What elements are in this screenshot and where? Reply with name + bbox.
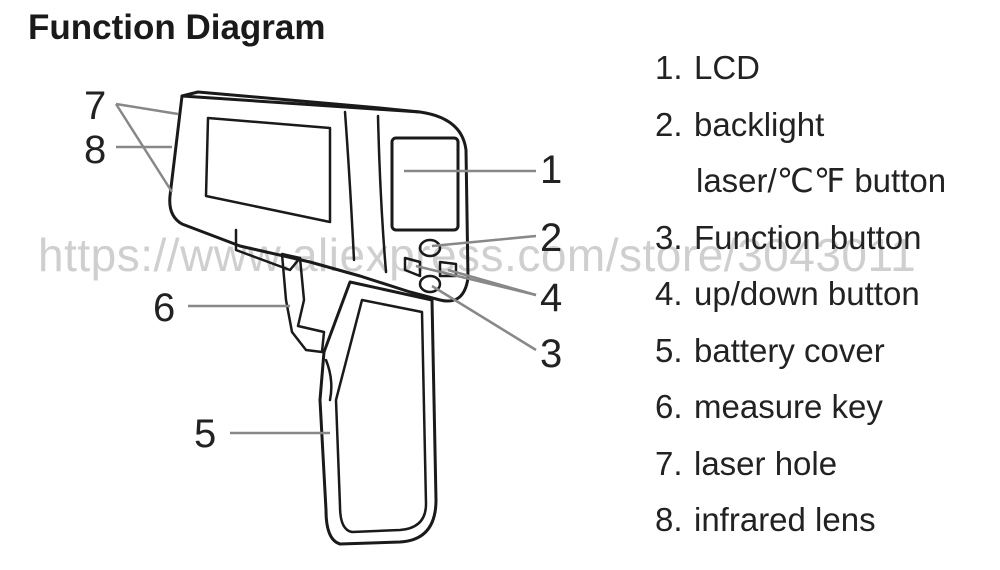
legend-item-lcd: 1.LCD [655,49,761,86]
legend-item-backlight: 2.backlight [655,105,825,143]
callout-5: 5 [194,412,217,456]
lcd-screen [390,136,460,232]
callout-3: 3 [540,332,563,376]
function-button [418,274,442,294]
side-window [204,116,332,224]
callout-6: 6 [153,286,176,330]
callout-8: 8 [84,128,107,172]
callout-4: 4 [540,276,563,320]
legend-item-laser-button: laser/℃℉ button [696,162,947,199]
measure-trigger [280,252,326,354]
parts-legend: 1.LCD 2.backlight laser/℃℉ button 3.Func… [655,40,946,549]
callout-1: 1 [540,148,563,192]
legend-item-measure-key: 6.measure key [655,388,883,425]
legend-item-infrared-lens: 8.infrared lens [655,501,876,538]
callout-7: 7 [84,84,107,128]
backlight-button [418,238,442,258]
legend-item-battery-cover: 5.battery cover [655,331,885,369]
legend-item-function-button: 3.Function button [655,218,922,256]
legend-item-laser-hole: 7.laser hole [655,444,838,482]
leader-line-2 [431,234,537,248]
diagram-title: Function Diagram [28,8,326,47]
watermark-url: https://www.aliexpress.com/store/3043011 [38,229,917,281]
legend-item-updown-button: 4.up/down button [655,275,920,312]
leader-line-4b [447,268,537,297]
updown-button-left [403,256,422,278]
device-handle [318,280,438,546]
leader-line-7a [115,102,179,116]
callout-2: 2 [540,216,563,260]
leader-line-3 [431,284,537,352]
